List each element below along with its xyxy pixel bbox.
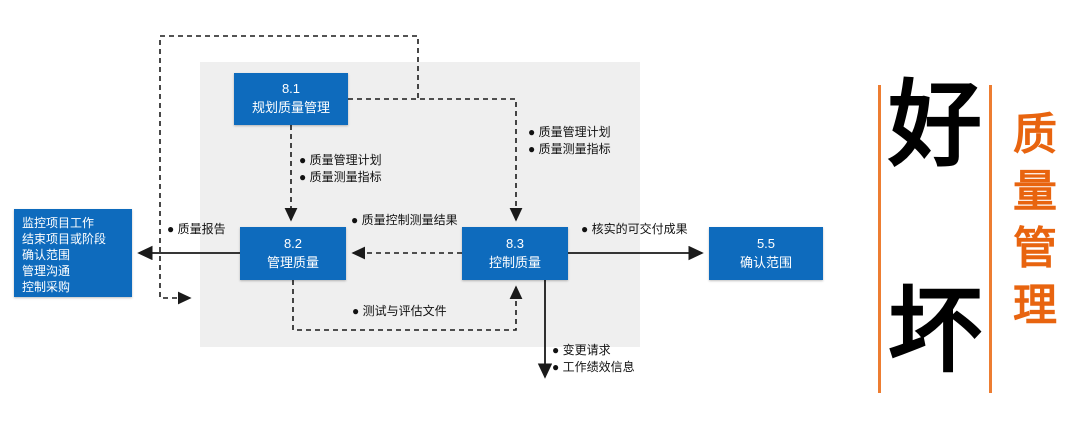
process-label: 确认范围 xyxy=(739,254,792,270)
process-box-manage-quality: 8.2 管理质量 xyxy=(240,227,346,280)
vertical-title-char: 量 xyxy=(1013,167,1057,216)
process-id: 8.3 xyxy=(505,235,525,251)
external-process-line: 结束项目或阶段 xyxy=(22,232,107,246)
label-plan-to-control: ● 质量管理计划 ● 质量测量指标 xyxy=(528,124,611,158)
label-plan-to-manage: ● 质量管理计划 ● 质量测量指标 xyxy=(299,152,382,186)
accent-line-right xyxy=(989,85,992,393)
process-id: 8.1 xyxy=(281,81,301,97)
good-bad-characters: 好 坏 xyxy=(881,78,989,378)
process-box-control-quality: 8.3 控制质量 xyxy=(462,227,568,280)
good-character: 好 xyxy=(887,72,982,177)
label-line: ● 变更请求 xyxy=(552,343,611,357)
accent-line-left xyxy=(878,85,881,393)
process-box-validate-scope: 5.5 确认范围 xyxy=(709,227,823,280)
label-line: ● 质量管理计划 xyxy=(528,125,611,139)
label-line: ● 质量管理计划 xyxy=(299,153,382,167)
vertical-title-quality-management: 质 量 管 理 xyxy=(1008,106,1062,334)
bad-character: 坏 xyxy=(887,278,982,383)
vertical-title-char: 理 xyxy=(1013,281,1057,330)
vertical-title-char: 管 xyxy=(1013,224,1057,273)
external-process-line: 监控项目工作 xyxy=(22,216,95,230)
label-control-outputs: ● 变更请求 ● 工作绩效信息 xyxy=(552,342,635,376)
external-process-line: 控制采购 xyxy=(22,280,71,294)
external-process-line: 管理沟通 xyxy=(22,264,71,278)
process-id: 5.5 xyxy=(756,235,776,251)
process-label: 管理质量 xyxy=(266,254,319,270)
process-label: 规划质量管理 xyxy=(251,100,330,115)
label-control-to-manage: ● 质量控制测量结果 xyxy=(351,213,458,227)
process-id: 8.2 xyxy=(283,235,303,251)
external-process-line: 确认范围 xyxy=(22,248,71,262)
label-verified-deliverables: ● 核实的可交付成果 xyxy=(581,222,688,236)
label-manage-to-control: ● 测试与评估文件 xyxy=(352,304,447,318)
vertical-title-char: 质 xyxy=(1013,110,1057,159)
label-line: ● 质量测量指标 xyxy=(299,170,382,184)
label-line: ● 工作绩效信息 xyxy=(552,360,635,374)
external-processes-box: 监控项目工作 结束项目或阶段 确认范围 管理沟通 控制采购 xyxy=(14,209,132,297)
label-line: ● 质量测量指标 xyxy=(528,142,611,156)
process-label: 控制质量 xyxy=(488,254,541,270)
process-box-plan-quality: 8.1 规划质量管理 xyxy=(234,73,348,125)
label-quality-report: ● 质量报告 xyxy=(167,222,226,236)
